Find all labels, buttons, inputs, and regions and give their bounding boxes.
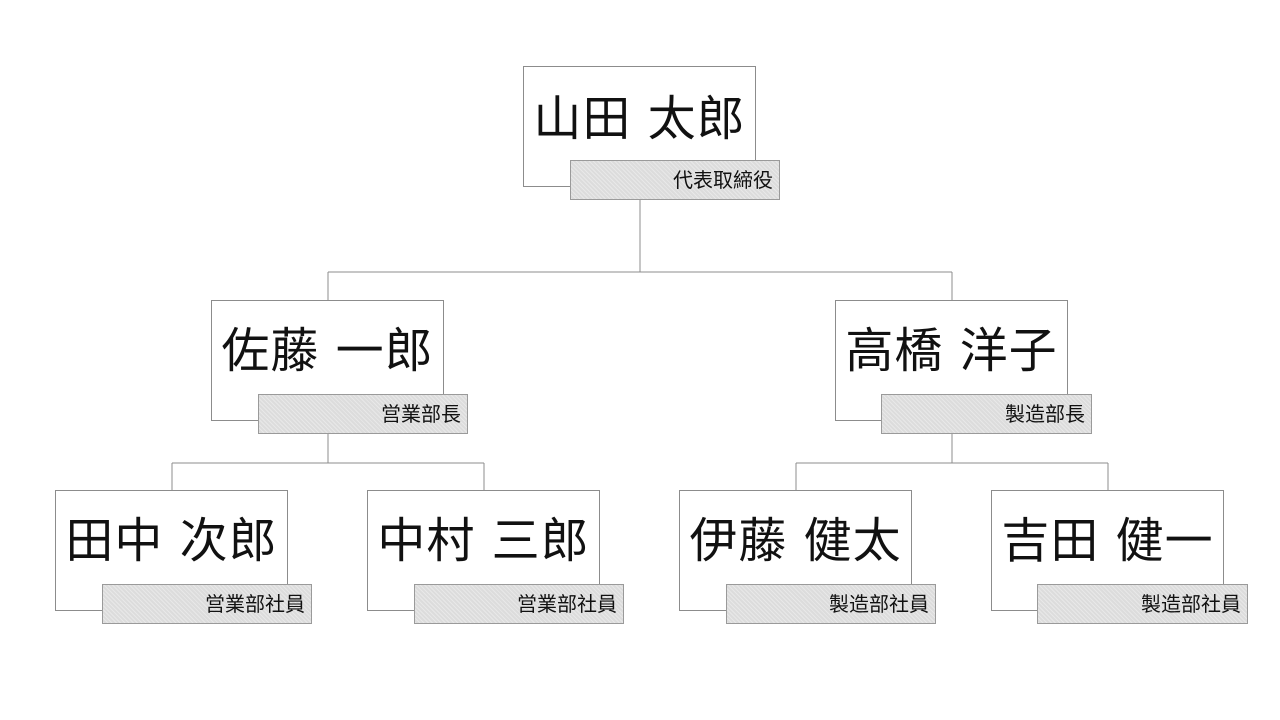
node-role-sales-staff-2: 営業部社員 [414,584,624,624]
org-node-manufacturing-staff-2: 吉田 健一 [991,490,1224,611]
node-name: 中村 三郎 [377,513,590,569]
node-role-ceo: 代表取締役 [570,160,780,200]
node-role-sales-manager: 営業部長 [258,394,468,434]
node-name: 佐藤 一郎 [221,323,434,379]
node-role-sales-staff-1: 営業部社員 [102,584,312,624]
node-role-manufacturing-staff-1: 製造部社員 [726,584,936,624]
node-name: 吉田 健一 [1001,513,1214,569]
node-role-manufacturing-staff-2: 製造部社員 [1037,584,1248,624]
node-name: 山田 太郎 [533,91,746,147]
node-name: 高橋 洋子 [845,323,1058,379]
node-name: 田中 次郎 [65,513,278,569]
node-name: 伊藤 健太 [689,513,902,569]
node-role-manufacturing-manager: 製造部長 [881,394,1092,434]
